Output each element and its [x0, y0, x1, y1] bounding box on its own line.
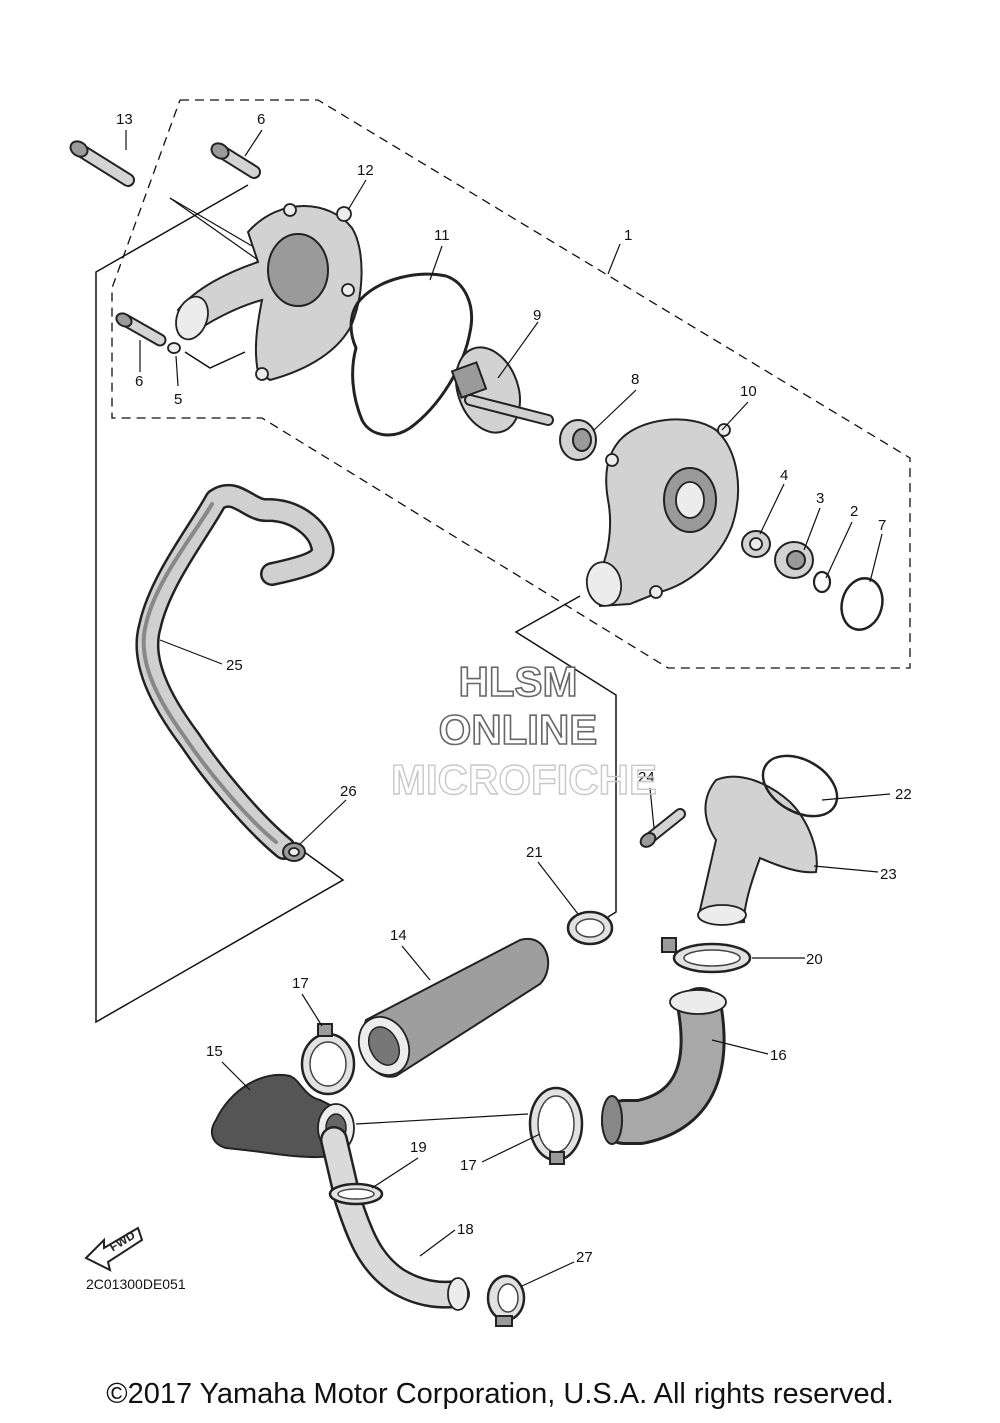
- callout-2: 2: [850, 503, 858, 520]
- water-hose-16[interactable]: [601, 987, 727, 1145]
- callout-numbers: 13 6 12 11 1 9 8 10 4 3 2 7 6 5 25 26 24…: [116, 111, 912, 1266]
- callout-7: 7: [878, 517, 886, 534]
- callout-24: 24: [638, 769, 655, 786]
- callout-27: 27: [576, 1249, 593, 1266]
- copyright-notice: ©2017 Yamaha Motor Corporation, U.S.A. A…: [106, 1378, 894, 1410]
- circlip-2[interactable]: [812, 570, 832, 594]
- callout-12: 12: [357, 162, 374, 179]
- hose-clamp-19[interactable]: [328, 1182, 384, 1206]
- watermark-line-3: MICROFICHE: [391, 756, 657, 803]
- fwd-arrow-icon: FWD: [84, 1226, 144, 1272]
- callout-19: 19: [410, 1139, 427, 1156]
- callout-1: 1: [624, 227, 632, 244]
- group-outline-solid: [95, 184, 345, 1024]
- callout-22: 22: [895, 786, 912, 803]
- callout-13: 13: [116, 111, 133, 128]
- callout-3: 3: [816, 490, 824, 507]
- callout-4: 4: [780, 467, 788, 484]
- group-outline-solid-right: [514, 595, 617, 923]
- callout-5: 5: [174, 391, 182, 408]
- callout-20: 20: [806, 951, 823, 968]
- callout-18: 18: [457, 1221, 474, 1238]
- hose-clamp-26[interactable]: [282, 842, 306, 862]
- callout-17-lower: 17: [460, 1157, 477, 1174]
- watermark-line-1: HLSM: [459, 658, 578, 705]
- o-ring-22[interactable]: [752, 743, 847, 828]
- impeller-9[interactable]: [445, 338, 554, 441]
- bearing-3[interactable]: [774, 541, 814, 579]
- hose-clamp-27[interactable]: [486, 1274, 526, 1327]
- bolt-13[interactable]: [68, 138, 135, 187]
- assembly-boundary-dashed: [111, 99, 911, 669]
- water-hose-25[interactable]: [135, 483, 335, 860]
- gasket-11[interactable]: [349, 272, 473, 437]
- pump-housing-10[interactable]: [583, 418, 740, 608]
- hose-clamp-17-upper[interactable]: [300, 1023, 356, 1096]
- washer-5[interactable]: [167, 342, 181, 354]
- callout-11: 11: [434, 227, 450, 244]
- callout-26: 26: [340, 783, 357, 800]
- leader-lines: [125, 129, 891, 1287]
- callout-25: 25: [226, 657, 243, 674]
- hose-clamp-21[interactable]: [566, 910, 614, 946]
- watermark-line-2: ONLINE: [439, 706, 598, 753]
- diagram-code: 2C01300DE051: [86, 1276, 186, 1292]
- seal-8[interactable]: [559, 419, 597, 461]
- callout-8: 8: [631, 371, 639, 388]
- oil-seal-4[interactable]: [741, 530, 771, 558]
- callout-9: 9: [533, 307, 541, 324]
- watermark: HLSM ONLINE MICROFICHE: [390, 657, 657, 804]
- bolt-6-lower[interactable]: [114, 311, 167, 347]
- callout-17-upper: 17: [292, 975, 309, 992]
- bolt-6-upper[interactable]: [209, 140, 261, 179]
- callout-10: 10: [740, 383, 757, 400]
- gasket-link-line: [184, 351, 246, 369]
- callout-16: 16: [770, 1047, 787, 1064]
- water-pipe-18[interactable]: [320, 1126, 470, 1311]
- o-ring-7[interactable]: [836, 574, 888, 635]
- callout-23: 23: [880, 866, 897, 883]
- callout-6-upper: 6: [257, 111, 265, 128]
- hose-clamp-20[interactable]: [661, 937, 752, 974]
- hose-clamp-17-lower[interactable]: [528, 1086, 584, 1165]
- callout-21: 21: [526, 844, 543, 861]
- thermostat-cover-23[interactable]: [697, 775, 818, 926]
- callout-15: 15: [206, 1043, 223, 1060]
- water-hose-14[interactable]: [350, 937, 550, 1083]
- callout-6-lower: 6: [135, 373, 143, 390]
- pump-cover-12[interactable]: [170, 203, 363, 382]
- connector-line-17: [355, 1113, 529, 1125]
- callout-14: 14: [390, 927, 407, 944]
- bolt-24[interactable]: [638, 808, 686, 850]
